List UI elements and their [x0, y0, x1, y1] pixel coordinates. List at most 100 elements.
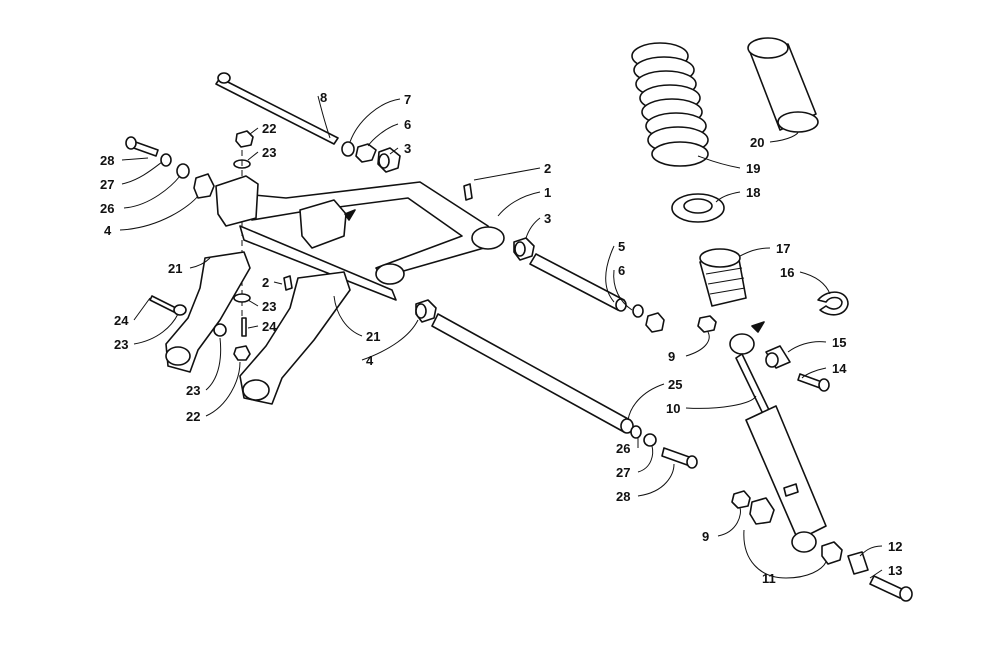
leader-12	[859, 545, 883, 557]
part-2-pin-lower	[283, 275, 293, 291]
leader-3b	[525, 217, 541, 239]
part-4-bushing-center	[415, 299, 437, 323]
callout-22-low: 22	[186, 409, 200, 424]
callout-24-mid: 24	[262, 319, 277, 334]
part-23-washer-left	[173, 304, 187, 316]
callout-2-lower: 2	[262, 275, 269, 290]
part-24-screw-left	[149, 295, 177, 313]
callout-23-left: 23	[114, 337, 128, 352]
part-10-shock-absorber	[729, 333, 827, 553]
callout-6: 6	[404, 117, 411, 132]
part-3-bushing-top	[377, 147, 401, 173]
part-6-washer-right	[632, 304, 644, 318]
callout-22: 22	[262, 121, 276, 136]
callout-9-lower: 9	[702, 529, 709, 544]
part-15-sleeve	[765, 345, 791, 369]
leader-18	[715, 191, 741, 203]
leader-15	[787, 341, 827, 353]
part-22-nut-top	[235, 130, 254, 148]
leader-11	[743, 529, 827, 579]
leader-4a	[119, 195, 199, 231]
part-1-a-arm	[215, 175, 505, 301]
leader-3a	[389, 147, 399, 155]
callout-3-right: 3	[544, 211, 551, 226]
callout-20: 20	[750, 135, 764, 150]
part-7-washer	[341, 141, 355, 157]
leader-23c	[133, 313, 179, 345]
leader-17	[739, 247, 771, 257]
leader-2a	[473, 167, 541, 181]
leader-20	[769, 131, 799, 143]
part-24-screw-mid	[241, 317, 247, 337]
part-27-lockwasher-lower	[643, 433, 657, 447]
part-8-long-bolt	[215, 72, 339, 145]
leader-27b	[637, 445, 654, 473]
callout-24-left: 24	[114, 313, 129, 328]
callout-6-right: 6	[618, 263, 625, 278]
callout-14: 14	[832, 361, 847, 376]
callout-1: 1	[544, 185, 551, 200]
part-19-coil-spring	[631, 42, 709, 167]
leader-10	[685, 395, 757, 409]
part-9-nut-shaft	[645, 312, 665, 333]
callout-8: 8	[320, 90, 327, 105]
leader-13	[869, 569, 883, 579]
leader-16	[799, 271, 831, 295]
leader-14	[801, 367, 827, 379]
callout-19: 19	[746, 161, 760, 176]
leader-6b	[613, 269, 633, 311]
part-2-pin-upper	[463, 183, 473, 201]
part-21-link-left	[165, 251, 251, 373]
leader-28b	[637, 463, 675, 497]
part-27-lockwasher	[160, 153, 172, 167]
callout-27-lower: 27	[616, 465, 630, 480]
part-26-washer	[176, 163, 190, 179]
leader-8	[317, 95, 331, 139]
callout-26: 26	[100, 201, 114, 216]
part-20-bump-cap	[747, 37, 819, 133]
callout-28: 28	[100, 153, 114, 168]
callout-27: 27	[100, 177, 114, 192]
part-22-nut-low	[233, 345, 251, 361]
leader-21a	[189, 257, 211, 269]
leader-23d	[205, 337, 222, 391]
callout-9-upper: 9	[668, 349, 675, 364]
part-13-bolt	[869, 575, 913, 602]
leader-22a	[249, 127, 259, 135]
callout-4: 4	[104, 223, 112, 238]
callout-25: 25	[668, 377, 682, 392]
leader-28a	[121, 157, 149, 161]
part-9-nut-upper	[697, 315, 717, 333]
callout-15: 15	[832, 335, 846, 350]
callout-18: 18	[746, 185, 760, 200]
callout-16: 16	[780, 265, 794, 280]
callout-4-center: 4	[366, 353, 374, 368]
part-18-retainer	[671, 193, 725, 223]
callout-21: 21	[168, 261, 182, 276]
callout-17: 17	[776, 241, 790, 256]
leader-27a	[121, 161, 163, 185]
callout-23-mid: 23	[262, 299, 276, 314]
leader-9b	[717, 507, 741, 537]
leader-4b	[361, 319, 419, 361]
leader-24b	[247, 325, 259, 329]
part-28-bolt-left	[125, 136, 159, 157]
callout-11: 11	[762, 571, 776, 586]
part-16-clip	[817, 291, 849, 316]
leader-1	[497, 191, 541, 217]
part-23-washer-mid	[233, 293, 251, 303]
callout-13: 13	[888, 563, 902, 578]
part-11-bushing-right	[821, 541, 843, 565]
leader-6a	[367, 123, 399, 147]
part-21-link-right	[239, 271, 351, 405]
callout-10: 10	[666, 401, 680, 416]
part-26-washer-lower	[630, 425, 642, 439]
callout-2: 2	[544, 161, 551, 176]
leader-24a	[133, 297, 151, 321]
callout-3: 3	[404, 141, 411, 156]
leader-22b	[205, 361, 241, 417]
callout-23: 23	[262, 145, 276, 160]
leader-25	[627, 383, 665, 421]
